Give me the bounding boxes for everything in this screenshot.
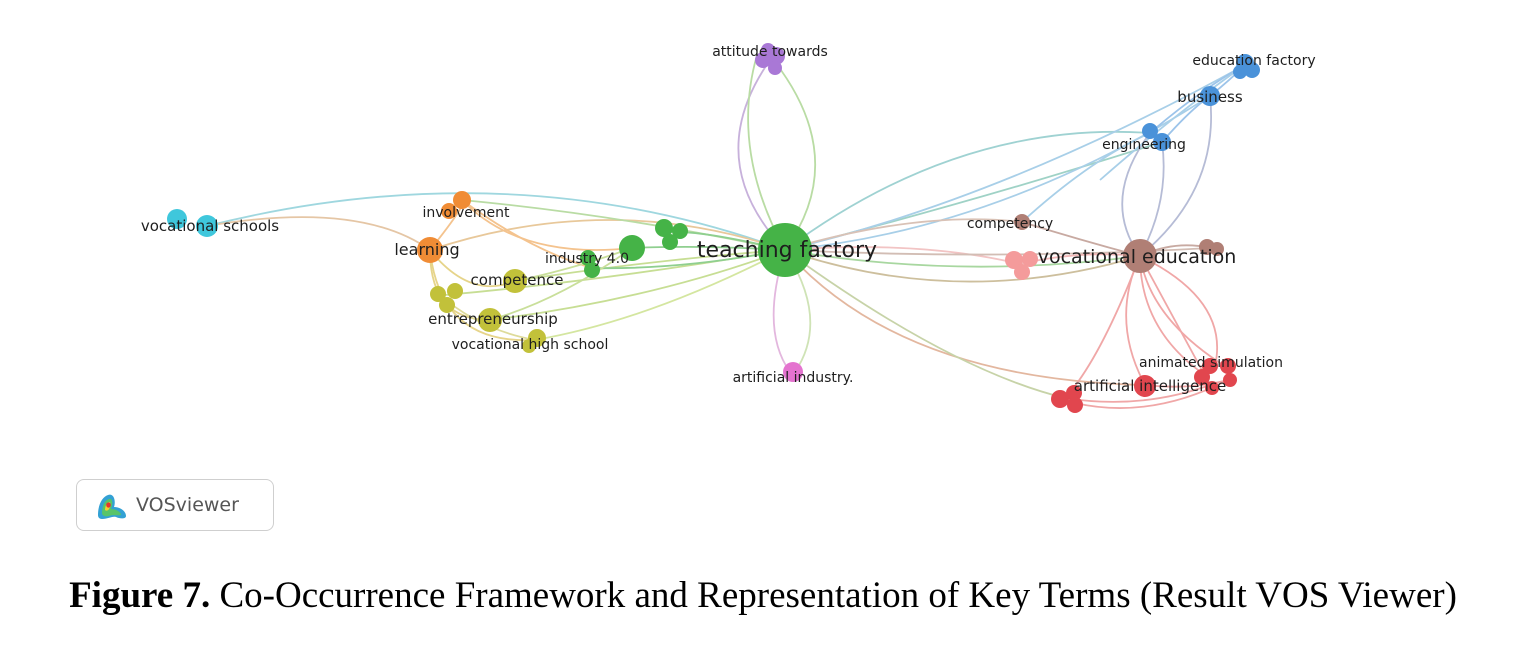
node[interactable]: [1210, 242, 1224, 256]
link: [747, 54, 786, 251]
link: [784, 130, 1151, 251]
link: [784, 218, 1023, 251]
node[interactable]: [522, 339, 536, 353]
node[interactable]: [1067, 397, 1083, 413]
node[interactable]: [662, 234, 678, 250]
link: [784, 249, 1146, 386]
link: [1099, 64, 1246, 181]
link: [784, 249, 1141, 268]
node[interactable]: [1153, 133, 1171, 151]
node[interactable]: [768, 61, 782, 75]
link: [1139, 141, 1165, 257]
link: [774, 61, 817, 251]
figure-caption-text: Co-Occurrence Framework and Representati…: [219, 575, 1457, 616]
link: [429, 249, 536, 342]
label-artificial-intelligence: artificial intelligence: [1074, 377, 1226, 395]
node-competence[interactable]: [503, 269, 527, 293]
node[interactable]: [1066, 385, 1082, 401]
link: [514, 247, 633, 282]
link: [1064, 384, 1211, 403]
node[interactable]: [619, 235, 645, 261]
node[interactable]: [672, 223, 688, 239]
node-vocational-education[interactable]: [1123, 239, 1157, 273]
vosviewer-logo: VOSviewer: [76, 479, 274, 531]
node-competency[interactable]: [1014, 214, 1030, 230]
network-nodes: [167, 43, 1260, 413]
link: [429, 219, 786, 251]
figure-caption-label: Figure 7.: [69, 575, 211, 616]
label-education-factory: education factory: [1192, 53, 1315, 69]
link: [1139, 95, 1212, 257]
node[interactable]: [1233, 65, 1247, 79]
label-vocational-high-school: vocational high school: [452, 337, 609, 353]
label-animated-simulation: animated simulation: [1139, 355, 1283, 371]
node[interactable]: [1022, 251, 1038, 267]
node-entrepreneurship[interactable]: [478, 308, 502, 332]
node[interactable]: [1223, 373, 1237, 387]
link: [784, 246, 1021, 265]
link: [489, 249, 786, 321]
node-involvement[interactable]: [453, 191, 471, 209]
label-teaching-factory: teaching factory: [697, 238, 877, 263]
label-artificial-industry: artificial industry.: [733, 370, 854, 386]
node-labels: attitude towards education factory busin…: [141, 44, 1316, 395]
link: [534, 249, 786, 341]
link: [784, 249, 1141, 283]
link: [461, 199, 593, 269]
link: [514, 249, 786, 282]
network-links: [206, 54, 1246, 409]
vosviewer-logo-text: VOSviewer: [136, 494, 239, 516]
link: [1139, 255, 1229, 369]
link: [489, 247, 633, 321]
label-engineering: engineering: [1102, 137, 1186, 153]
node[interactable]: [430, 286, 446, 302]
node[interactable]: [1014, 264, 1030, 280]
label-competency: competency: [967, 216, 1053, 232]
node-teaching-factory[interactable]: [758, 223, 812, 277]
link: [461, 199, 633, 251]
label-vocational-education: vocational education: [1038, 246, 1237, 268]
label-vocational-schools: vocational schools: [141, 217, 279, 235]
link: [784, 249, 1066, 399]
node[interactable]: [1244, 62, 1260, 78]
co-occurrence-network: attitude towards education factory busin…: [141, 43, 1316, 413]
link: [206, 216, 431, 251]
node-artificial-industry[interactable]: [783, 362, 803, 382]
figure-caption: Figure 7. Co-Occurrence Framework and Re…: [0, 574, 1526, 617]
link: [1139, 255, 1219, 367]
node[interactable]: [1194, 369, 1210, 385]
link: [1021, 132, 1151, 223]
node[interactable]: [655, 219, 673, 237]
label-learning: learning: [394, 240, 459, 259]
link: [737, 59, 786, 251]
node-artificial-intelligence[interactable]: [1134, 375, 1156, 397]
node-learning[interactable]: [417, 237, 443, 263]
node-animated-simulation[interactable]: [1202, 358, 1218, 374]
label-attitude-towards: attitude towards: [712, 44, 828, 60]
node[interactable]: [761, 43, 775, 57]
label-competence: competence: [471, 271, 564, 289]
vosviewer-logo-icon: [98, 494, 126, 519]
label-entrepreneurship: entrepreneurship: [428, 310, 558, 328]
node[interactable]: [441, 203, 457, 219]
node[interactable]: [584, 262, 600, 278]
label-involvement: involvement: [422, 205, 510, 221]
node-business[interactable]: [1200, 86, 1220, 106]
node[interactable]: [447, 283, 463, 299]
node[interactable]: [196, 215, 218, 237]
node[interactable]: [1005, 251, 1023, 269]
node[interactable]: [1220, 358, 1236, 374]
node[interactable]: [1051, 390, 1069, 408]
label-industry-4-0: industry 4.0: [545, 251, 629, 267]
node[interactable]: [439, 297, 455, 313]
link: [206, 192, 786, 251]
label-business: business: [1177, 88, 1243, 106]
node[interactable]: [1205, 381, 1219, 395]
node-vocational-schools[interactable]: [167, 209, 187, 229]
node-engineering[interactable]: [1142, 123, 1158, 139]
